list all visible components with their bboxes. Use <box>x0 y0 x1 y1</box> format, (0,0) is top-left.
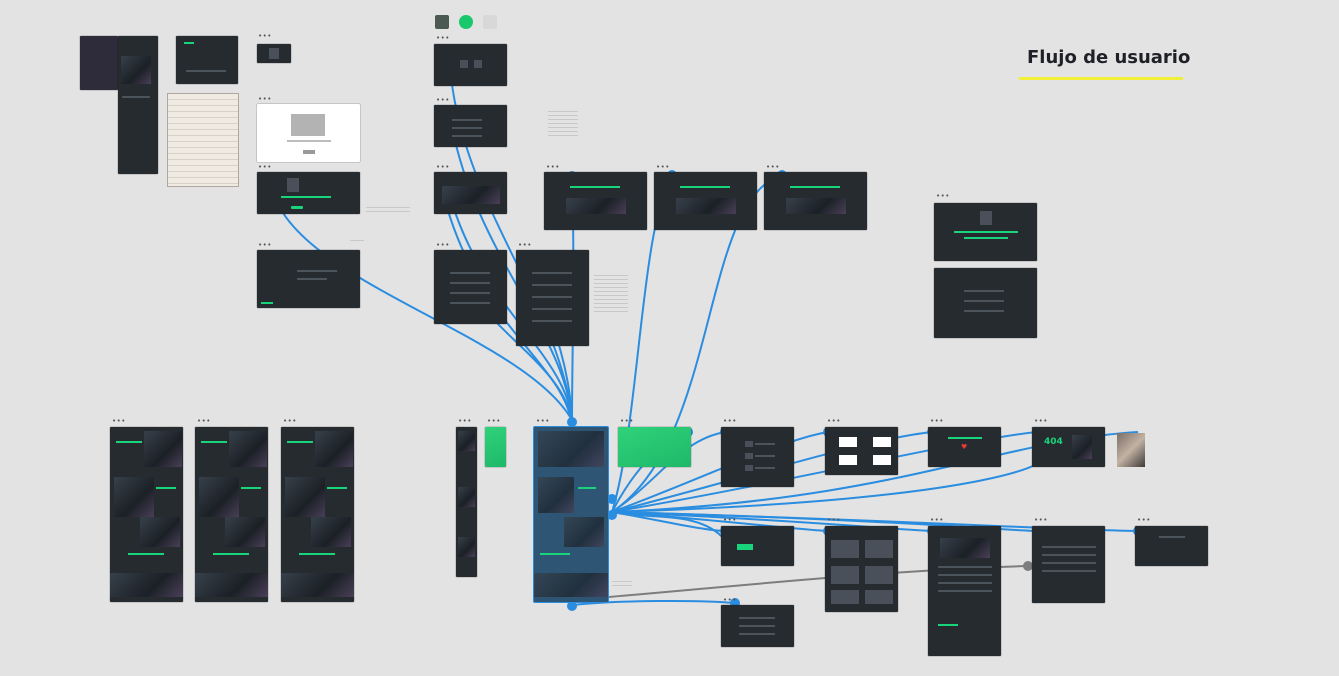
frame-game-select-3[interactable] <box>764 172 867 230</box>
frame-label: ••• <box>723 516 737 524</box>
frame-questionnaire-2[interactable] <box>516 250 589 346</box>
frame-contact[interactable] <box>1135 526 1208 566</box>
frame-sketch[interactable] <box>168 94 238 186</box>
frame-label: ••• <box>1034 516 1048 524</box>
frame-label: ••• <box>258 32 272 40</box>
frame-game-select-2[interactable] <box>654 172 757 230</box>
frame-home-v1[interactable] <box>110 427 183 602</box>
frame-label: ••• <box>436 241 450 249</box>
heart-icon: ♥ <box>961 443 968 451</box>
board-title: Flujo de usuario <box>1027 47 1191 68</box>
connector <box>611 511 726 532</box>
frame-label: ••• <box>458 417 472 425</box>
frame-step-3[interactable] <box>434 172 507 214</box>
frame-mobile-green[interactable] <box>485 427 506 467</box>
frame-note <box>612 578 632 588</box>
frame-account[interactable] <box>721 605 794 647</box>
frame-label: ••• <box>258 241 272 249</box>
frame-step-2[interactable] <box>434 105 507 147</box>
frame-note <box>594 272 628 312</box>
frame-article[interactable] <box>928 526 1001 656</box>
frame-alt-onboarding[interactable] <box>934 203 1037 261</box>
frame-moodboard[interactable] <box>80 36 118 90</box>
frame-label: ••• <box>436 34 450 42</box>
frame-green-banner[interactable] <box>618 427 691 467</box>
frame-404[interactable]: 404 <box>1032 427 1105 467</box>
frame-label: ••• <box>487 417 501 425</box>
connector <box>611 511 829 532</box>
image-icon[interactable] <box>435 15 449 29</box>
user-icon[interactable] <box>483 15 497 29</box>
connector-node <box>607 510 617 520</box>
frame-photo[interactable] <box>1117 433 1145 467</box>
frame-label: ••• <box>436 163 450 171</box>
error-code: 404 <box>1044 437 1063 447</box>
cloud-icon[interactable] <box>459 15 473 29</box>
frame-home-v2[interactable] <box>195 427 268 602</box>
title-underline <box>1019 77 1183 80</box>
connector-node <box>607 494 617 504</box>
frame-mockup-main[interactable] <box>118 36 158 174</box>
frame-alt-form[interactable] <box>934 268 1037 338</box>
frame-label: ••• <box>258 95 272 103</box>
frame-questionnaire-1[interactable] <box>434 250 507 324</box>
frame-label: ••• <box>197 417 211 425</box>
frame-privacy[interactable] <box>1032 526 1105 603</box>
frame-note <box>548 108 578 138</box>
frame-note <box>366 204 410 214</box>
frame-small-thumb[interactable] <box>257 44 291 63</box>
frame-label: ••• <box>436 96 450 104</box>
connector-node <box>567 417 577 427</box>
frame-label: ••• <box>1034 417 1048 425</box>
frame-form-1[interactable] <box>257 250 360 308</box>
frame-label: ••• <box>283 417 297 425</box>
frame-onboarding-1[interactable] <box>257 172 360 214</box>
frame-label: ••• <box>536 417 550 425</box>
frame-blog-grid[interactable] <box>825 526 898 612</box>
frame-label: ••• <box>766 163 780 171</box>
frame-home-v3[interactable] <box>281 427 354 602</box>
connector <box>611 511 726 541</box>
frame-label: ••• <box>656 163 670 171</box>
frame-label: ••• <box>827 516 841 524</box>
frame-login[interactable] <box>176 36 238 84</box>
frame-label: ••• <box>518 241 532 249</box>
frame-label: ••• <box>827 417 841 425</box>
frame-label: ••• <box>112 417 126 425</box>
frame-label: ••• <box>930 516 944 524</box>
frame-label: ••• <box>1137 516 1151 524</box>
frame-label: ••• <box>930 417 944 425</box>
frame-home-selected[interactable] <box>534 427 608 602</box>
connector-node <box>567 601 577 611</box>
frame-label: ••• <box>620 417 634 425</box>
frame-favorites[interactable]: ♥ <box>928 427 1001 467</box>
frame-card-promo[interactable] <box>721 526 794 566</box>
frame-label: ••• <box>258 163 272 171</box>
frame-label: ••• <box>936 192 950 200</box>
frame-label: ••• <box>546 163 560 171</box>
frame-step-1[interactable] <box>434 44 507 86</box>
frame-game-select-1[interactable] <box>544 172 647 230</box>
frame-note <box>350 237 364 241</box>
frame-list[interactable] <box>721 427 794 487</box>
frame-wireframe[interactable] <box>257 104 360 162</box>
frame-label: ••• <box>723 596 737 604</box>
frame-mobile-home[interactable] <box>456 427 477 577</box>
frame-label: ••• <box>723 417 737 425</box>
frame-partners[interactable] <box>825 427 898 475</box>
